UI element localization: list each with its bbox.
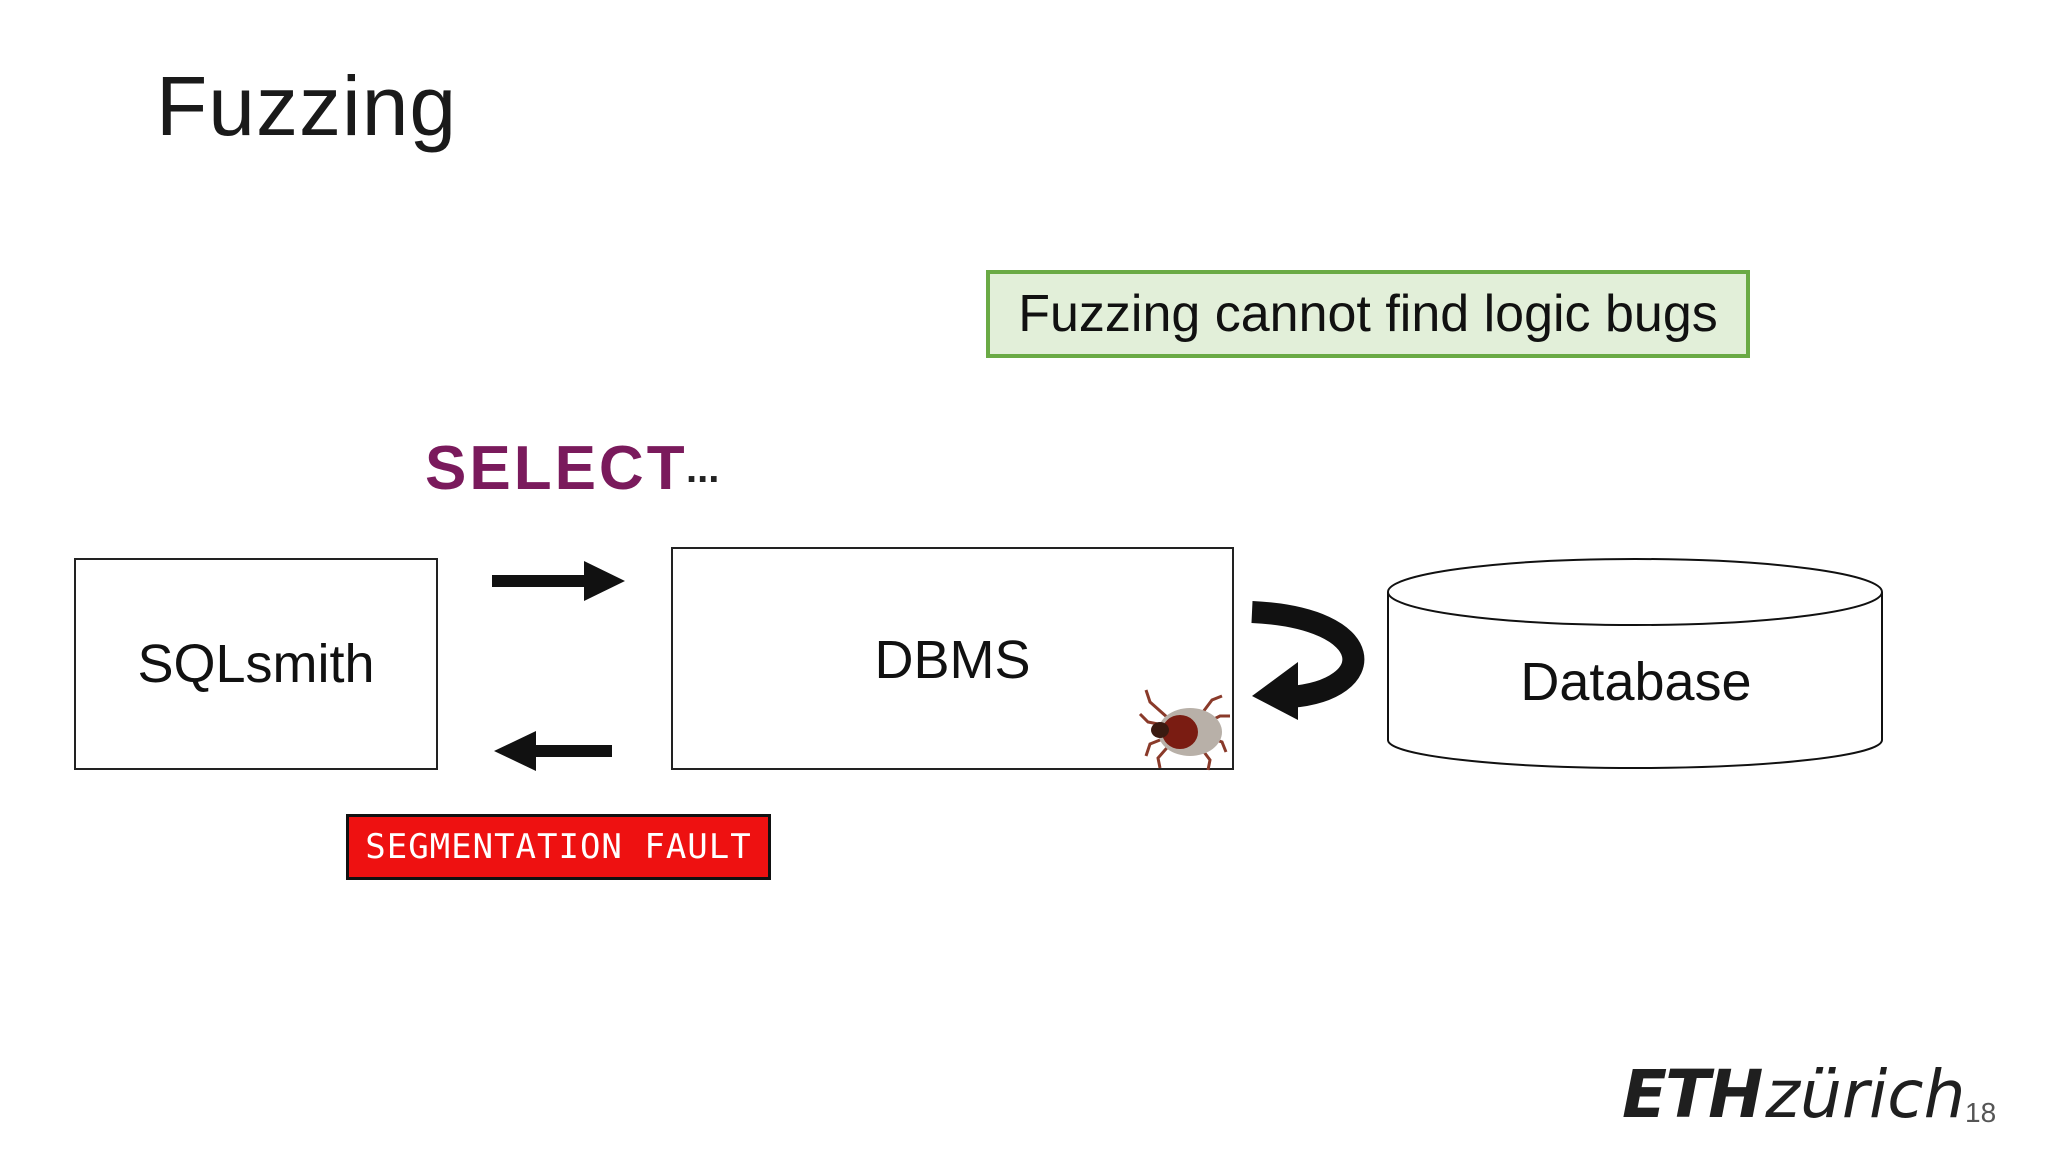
dbms-box: DBMS <box>671 547 1234 770</box>
eth-logo-wordmark: zürich <box>1765 1056 1966 1133</box>
callout-box: Fuzzing cannot find logic bugs <box>986 270 1750 358</box>
segmentation-fault-label: SEGMENTATION FAULT <box>346 814 771 880</box>
dbms-label: DBMS <box>874 630 1031 690</box>
arrow-right-icon <box>492 561 625 601</box>
select-keyword: SELECT <box>425 434 688 503</box>
select-ellipsis: ... <box>686 447 720 491</box>
arrow-left-icon <box>494 731 612 771</box>
tick-bug-icon <box>1138 689 1230 771</box>
slide-title: Fuzzing <box>156 59 458 153</box>
eth-logo-mark: ETH <box>1622 1056 1763 1133</box>
sqlsmith-box: SQLsmith <box>74 558 438 770</box>
eth-zurich-logo: ETHzürich <box>1622 1062 1965 1128</box>
database-cylinder <box>1387 558 1883 769</box>
page-number: 18 <box>1965 1097 1997 1128</box>
curved-return-arrow-icon <box>1251 601 1365 720</box>
sqlsmith-label: SQLsmith <box>137 634 375 694</box>
callout-text: Fuzzing cannot find logic bugs <box>1018 285 1718 343</box>
database-label: Database <box>1520 652 1751 712</box>
